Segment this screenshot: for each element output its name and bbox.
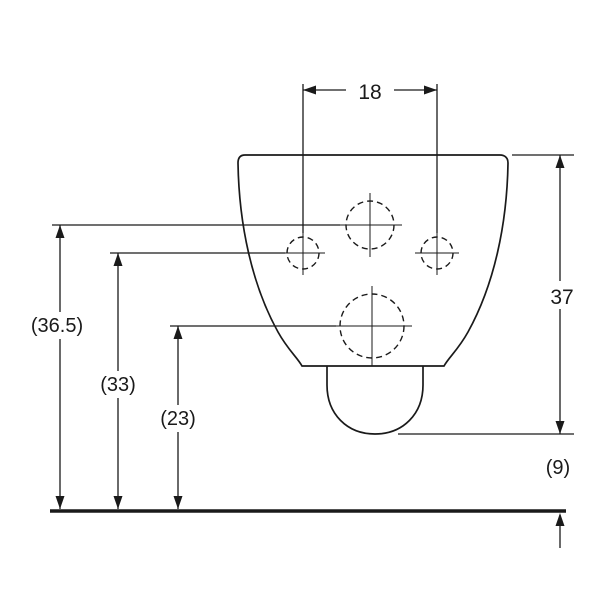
toilet-rear-outline: [237, 154, 509, 435]
dim-9-label: (9): [546, 457, 570, 479]
dim-18-label-bg: [346, 76, 394, 104]
dim-33-arrow-down: [113, 496, 123, 509]
dim-33-label-bg: [93, 371, 143, 398]
dim-height-33: (33): [93, 252, 285, 509]
dim-18-arrow-left: [303, 85, 316, 95]
dim-37-label-bg: [538, 281, 584, 309]
dim-height-37: 37: [398, 154, 584, 435]
water-inlet-hole: [338, 193, 402, 257]
dim-23-arrow-down: [173, 496, 183, 509]
dim-width-18: 18: [302, 76, 438, 233]
dim-36-5-label-bg: [24, 312, 92, 339]
dim-height-36-5: (36.5): [24, 224, 340, 509]
dim-36-5-arrow-up: [55, 225, 65, 238]
dim-height-9: (9): [546, 457, 570, 548]
dim-36-5-arrow-down: [55, 496, 65, 509]
dim-23-label: (23): [160, 408, 196, 430]
dim-33-arrow-up: [113, 253, 123, 266]
outlet-spout-outline: [326, 366, 424, 435]
dim-23-label-bg: [153, 405, 203, 432]
dim-36-5-label: (36.5): [31, 315, 83, 337]
dim-37-label: 37: [550, 286, 573, 309]
outlet-hole: [332, 286, 412, 366]
fixing-hole-right: [415, 231, 459, 275]
dim-37-arrow-up: [555, 155, 565, 168]
dim-height-23: (23): [153, 325, 336, 509]
fixing-hole-left: [281, 231, 325, 275]
dim-18-label: 18: [358, 81, 381, 104]
dim-33-label: (33): [100, 374, 136, 396]
dim-9-arrow-up: [555, 513, 565, 526]
connection-holes: [281, 193, 459, 366]
dim-18-arrow-right: [424, 85, 437, 95]
dim-23-arrow-up: [173, 326, 183, 339]
dim-37-arrow-down: [555, 421, 565, 434]
toilet-body-outline: [237, 154, 509, 367]
